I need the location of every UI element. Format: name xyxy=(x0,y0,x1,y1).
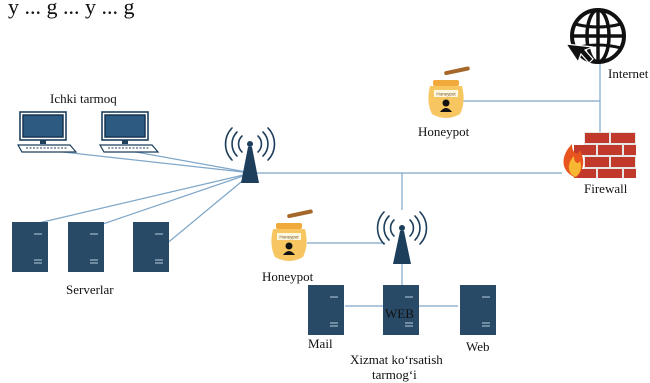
connection-lines xyxy=(29,60,601,307)
firewall-icon xyxy=(563,132,636,178)
central-router-icon xyxy=(224,127,276,183)
internet-icon xyxy=(564,8,626,64)
servers-label: Serverlar xyxy=(66,282,114,297)
web-label: Web xyxy=(466,339,490,354)
web-server-icon-2 xyxy=(460,285,496,335)
firewall-label: Firewall xyxy=(584,181,628,196)
svg-text:Honeypot: Honeypot xyxy=(279,235,299,240)
mail-label: Mail xyxy=(308,336,333,351)
workstation-icon-1 xyxy=(16,111,78,153)
server-icon-2 xyxy=(68,222,104,272)
service-router-icon xyxy=(376,211,428,264)
internet-label: Internet xyxy=(608,66,649,81)
svg-text:Honeypot: Honeypot xyxy=(436,92,456,97)
top-text-fragment: y ... g ... y ... g xyxy=(8,0,135,19)
internal-network-label: Ichki tarmoq xyxy=(50,91,117,106)
server-icon-3 xyxy=(133,222,169,272)
honeypot-bottom-label: Honeypot xyxy=(262,269,314,284)
service-network-label-line2: tarmog‘i xyxy=(372,367,417,382)
honeypot-top-label: Honeypot xyxy=(418,124,470,139)
honeypot-icon-bottom: Honeypot xyxy=(271,209,313,261)
web-server-icon xyxy=(383,285,419,335)
honeypot-icon-top: Honeypot xyxy=(428,66,470,118)
service-network-label-line1: Xizmat ko‘rsatish xyxy=(350,352,443,367)
server-icon-1 xyxy=(12,222,48,272)
mail-server-icon xyxy=(308,285,344,335)
web-server-label: WEB xyxy=(385,306,414,321)
workstation-icon-2 xyxy=(98,111,160,153)
